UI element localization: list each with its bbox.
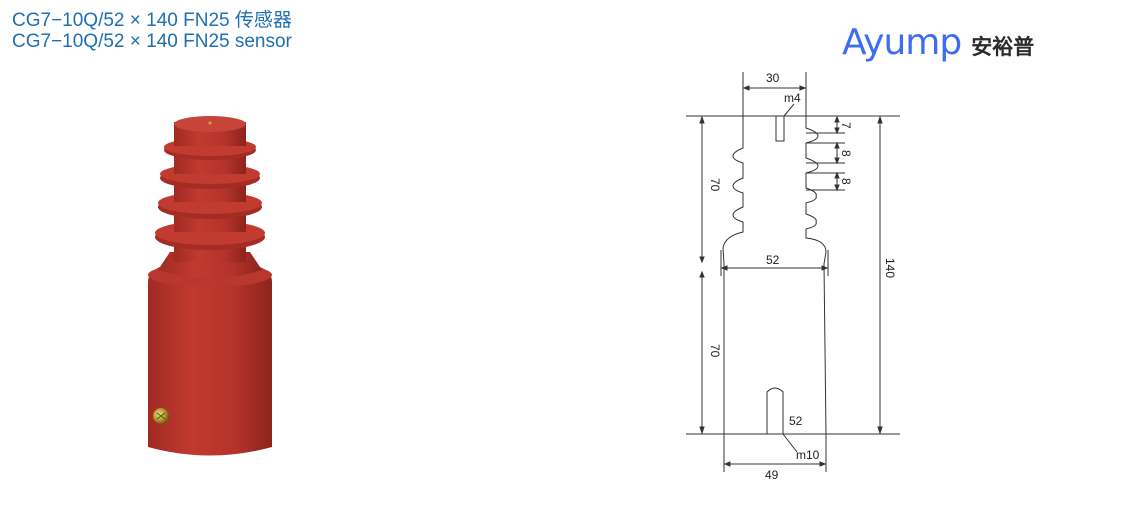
dim-total-height: 140 — [883, 258, 897, 278]
dim-bottom-inner: 52 — [789, 414, 803, 428]
dimension-drawing: 30 m4 52 52 m10 49 70 70 140 7 8 8 — [680, 60, 920, 490]
brand-logo: Ayump 安裕普 — [842, 22, 1034, 63]
brand-logo-cn: 安裕普 — [971, 35, 1035, 59]
dim-top-width: 30 — [766, 71, 780, 85]
product-title: CG7−10Q/52 × 140 FN25 传感器 CG7−10Q/52 × 1… — [12, 10, 292, 52]
product-photo — [140, 112, 280, 462]
dim-top-thread: m4 — [784, 91, 801, 105]
dim-lower-height: 70 — [708, 344, 722, 358]
shed-2 — [158, 190, 262, 219]
brand-logo-en: Ayump — [842, 22, 962, 63]
shed-1 — [155, 220, 265, 250]
dim-bottom-thread: m10 — [796, 448, 820, 462]
product-title-en: CG7−10Q/52 × 140 FN25 sensor — [12, 31, 292, 52]
shed-3 — [160, 162, 260, 189]
dim-upper-height: 70 — [708, 178, 722, 192]
dim-mid-width: 52 — [766, 253, 780, 267]
product-title-cn: CG7−10Q/52 × 140 FN25 传感器 — [12, 10, 292, 31]
dim-shed-offset: 7 — [839, 122, 853, 129]
dim-shed-pitch-1: 8 — [839, 150, 853, 157]
dim-bottom-width: 49 — [765, 468, 779, 482]
dim-shed-pitch-2: 8 — [839, 178, 853, 185]
shed-4 — [164, 126, 256, 160]
